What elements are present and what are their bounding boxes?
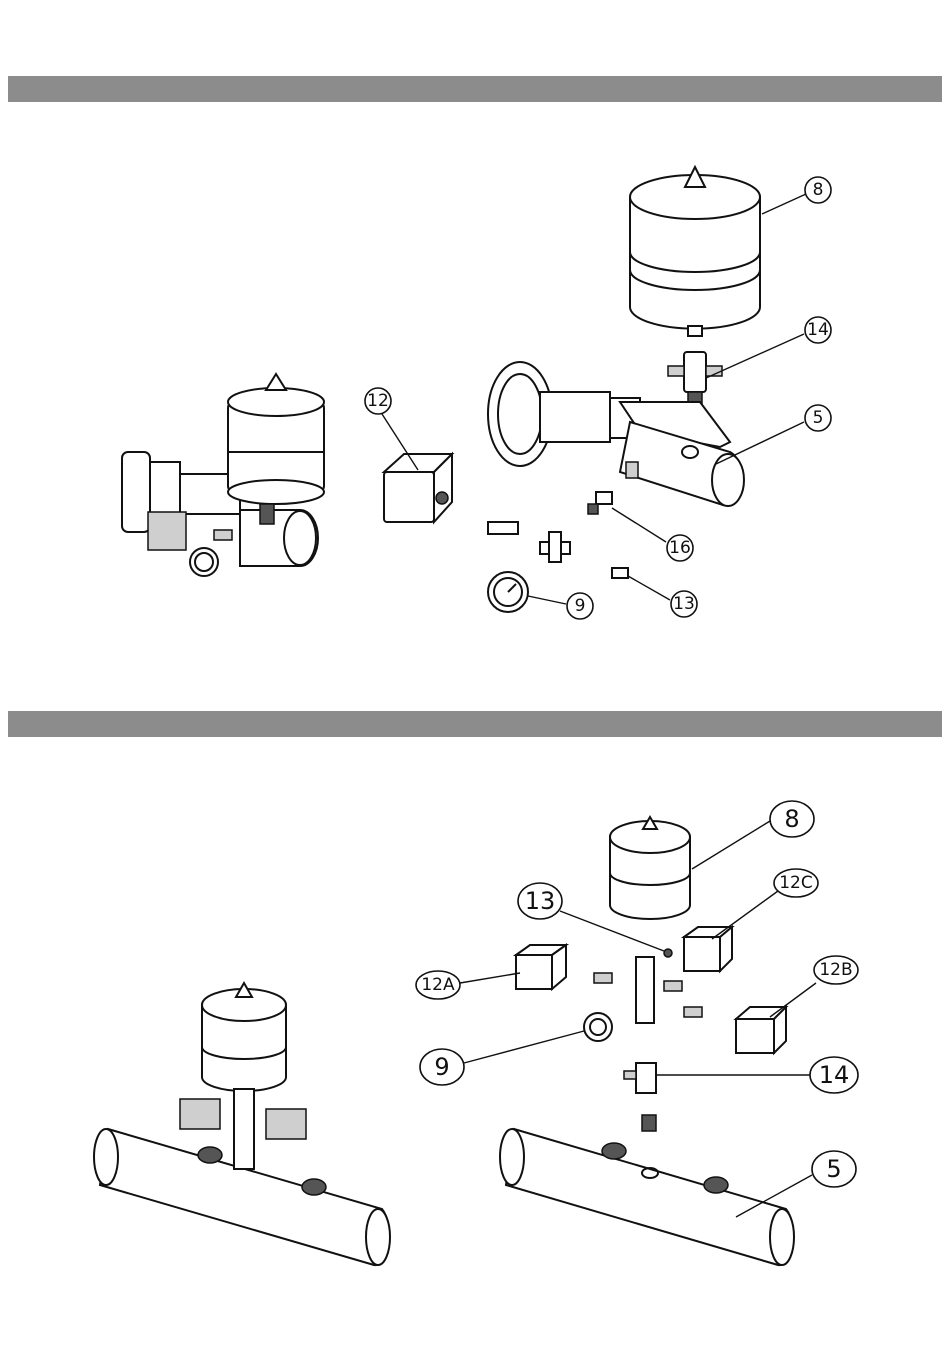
svg-text:16: 16 <box>669 538 691 558</box>
callout-8: 8 <box>762 177 831 214</box>
fitting-small-a <box>488 522 518 534</box>
svg-text:13: 13 <box>525 887 556 915</box>
fitting-13 <box>612 568 628 578</box>
valve-14-bottom <box>624 1063 656 1131</box>
callout-13: 13 <box>628 576 697 617</box>
fitting-tee <box>540 532 570 562</box>
callout-9: 9 <box>528 593 593 619</box>
callout-12A-bottom: 12A <box>416 971 520 999</box>
assembled-manifold-unit-bottom <box>94 983 390 1265</box>
callout-8-bottom: 8 <box>692 801 814 869</box>
expansion-tank-8 <box>630 167 760 336</box>
svg-text:12: 12 <box>367 391 389 411</box>
pressure-switch-12C <box>684 927 732 971</box>
expansion-tank-8-bottom <box>610 817 690 919</box>
pressure-switch-12 <box>384 454 452 522</box>
svg-text:12B: 12B <box>819 960 852 980</box>
svg-text:8: 8 <box>813 180 824 200</box>
pressure-switch-12A <box>516 945 566 989</box>
callout-12B-bottom: 12B <box>770 956 858 1017</box>
svg-text:14: 14 <box>819 1061 850 1089</box>
exploded-view-bottom: 8 13 12C 12A 12B 9 14 5 <box>0 737 950 1360</box>
exploded-view-top: 8 14 5 12 16 9 13 <box>0 102 950 711</box>
callout-14-bottom: 14 <box>656 1057 858 1093</box>
pressure-switch-12B <box>736 1007 786 1053</box>
pressure-gauge-9-bottom <box>584 1013 612 1041</box>
callout-5: 5 <box>716 405 831 464</box>
svg-text:12C: 12C <box>779 873 813 893</box>
callout-5-bottom: 5 <box>736 1151 856 1217</box>
section-header-bar-bottom <box>8 711 942 737</box>
callout-16: 16 <box>612 508 693 561</box>
svg-text:14: 14 <box>807 320 829 340</box>
svg-text:5: 5 <box>826 1155 841 1183</box>
section-header-bar-top <box>8 76 942 102</box>
manifold-stub <box>636 957 654 1023</box>
callout-12: 12 <box>365 388 418 470</box>
svg-text:5: 5 <box>813 408 824 428</box>
fitting-16 <box>588 492 612 514</box>
svg-text:9: 9 <box>575 596 586 616</box>
fitting-13-bottom <box>664 949 672 957</box>
svg-text:9: 9 <box>434 1053 449 1081</box>
pressure-gauge-9 <box>488 572 528 612</box>
valve-14 <box>668 352 722 404</box>
assembled-pump-unit-top <box>122 374 324 576</box>
svg-text:12A: 12A <box>421 975 455 995</box>
callout-9-bottom: 9 <box>420 1031 584 1085</box>
manifold-5-bottom <box>500 1129 794 1265</box>
svg-text:8: 8 <box>784 805 799 833</box>
svg-text:13: 13 <box>673 594 695 614</box>
